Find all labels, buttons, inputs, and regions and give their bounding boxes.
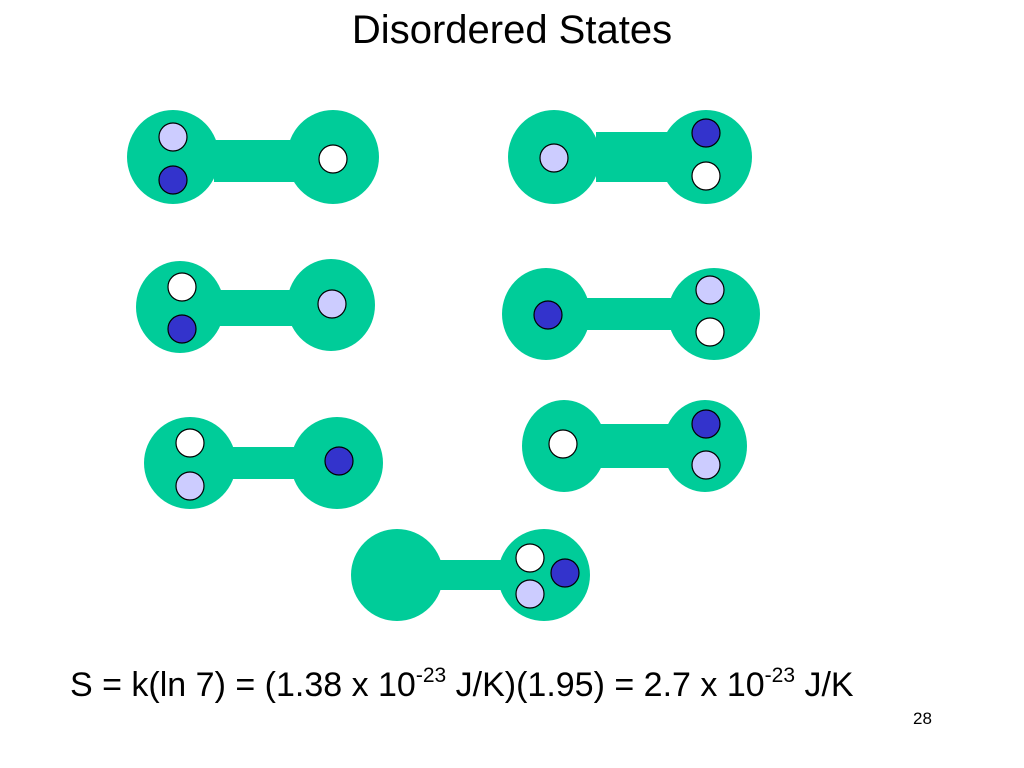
particle-light	[539, 143, 569, 173]
particle-dark	[167, 314, 197, 344]
particle-light	[691, 450, 721, 480]
connecting-tube	[596, 132, 668, 182]
particle-dark	[324, 446, 354, 476]
left-bulb	[144, 417, 236, 509]
particle-white	[695, 317, 725, 347]
slide-title: Disordered States	[351, 8, 673, 52]
page-number: 28	[913, 709, 932, 728]
connecting-tube	[232, 447, 300, 479]
particle-dark	[533, 300, 563, 330]
particle-light	[175, 471, 205, 501]
flask-state-7	[351, 529, 590, 621]
connecting-tube	[600, 424, 672, 468]
connecting-tube	[586, 298, 678, 330]
right-bulb	[668, 268, 760, 360]
flask-state-5	[144, 417, 383, 509]
connecting-tube	[214, 140, 294, 182]
particle-white	[167, 272, 197, 302]
particle-white	[691, 161, 721, 191]
entropy-equation: S = k(ln 7) = (1.38 x 10-23 J/K)(1.95) =…	[70, 664, 854, 705]
flask-state-6	[522, 400, 747, 492]
left-bulb	[351, 529, 443, 621]
right-bulb	[660, 110, 752, 204]
flask-state-3	[136, 259, 375, 353]
connecting-tube	[438, 560, 508, 590]
left-bulb	[127, 110, 219, 204]
connecting-tube	[220, 290, 295, 326]
particle-white	[548, 429, 578, 459]
particle-dark	[691, 409, 721, 439]
particle-light	[317, 289, 347, 319]
flask-state-4	[502, 268, 760, 360]
equation-exponent-2: -23	[764, 664, 795, 687]
particle-white	[175, 428, 205, 458]
particle-light	[158, 122, 188, 152]
right-bulb	[663, 400, 747, 492]
particle-white	[515, 543, 545, 573]
particle-white	[318, 144, 348, 174]
flask-state-1	[127, 110, 379, 204]
equation-part-3: J/K	[795, 666, 854, 704]
equation-part-1: S = k(ln 7) = (1.38 x 10	[70, 666, 416, 704]
particle-dark	[550, 558, 580, 588]
equation-exponent-1: -23	[415, 664, 447, 687]
flask-state-2	[508, 110, 752, 204]
left-bulb	[136, 261, 224, 353]
particle-dark	[158, 165, 188, 195]
particle-light	[695, 275, 725, 305]
equation-part-2: J/K)(1.95) = 2.7 x 10	[446, 666, 765, 704]
particle-light	[515, 579, 545, 609]
particle-dark	[691, 118, 721, 148]
